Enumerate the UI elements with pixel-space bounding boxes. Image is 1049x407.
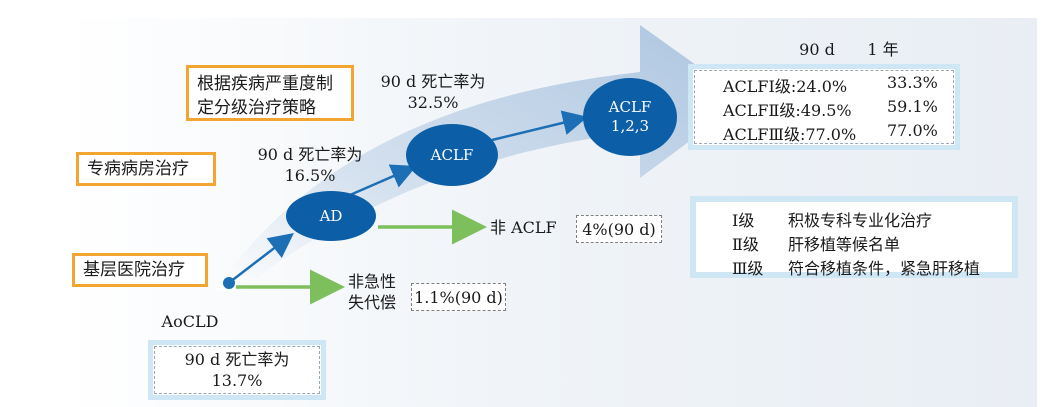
non-aclf-label: 非 ACLF — [490, 218, 557, 237]
aclf-node: ACLF — [406, 124, 498, 186]
ad-node: AD — [286, 191, 376, 241]
ad-mortality-line-1: 90 d 死亡率为 — [257, 145, 363, 164]
arrow-ad-to-aclf — [349, 164, 417, 197]
aocld-start-dot — [223, 277, 235, 289]
grade-row-2: ACLFⅡ级:49.5% — [723, 97, 852, 121]
strategy-line-2: 定分级治疗策略 — [197, 98, 316, 118]
grade-header-1y: 1 年 — [867, 40, 899, 59]
grade-row-3-grade: ACLFⅢ级 — [723, 125, 800, 144]
strategy-line-1: 根据疾病严重度制 — [197, 74, 333, 94]
non-decomp-line-1: 非急性 — [347, 272, 396, 291]
grade-row-2-d90: :49.5% — [795, 101, 852, 120]
grade-row-1-y1: 33.3% — [887, 73, 938, 92]
aclf-mortality-line-1: 90 d 死亡率为 — [380, 72, 486, 91]
grade-row-1: ACLFⅠ级:24.0% — [723, 73, 847, 97]
non-decomp-label: 非急性 失代偿 — [340, 271, 404, 313]
start-mortality: 90 d 死亡率为 13.7% — [153, 349, 321, 391]
grade-row-1-d90: :24.0% — [790, 77, 848, 96]
aclf-mortality-line-2: 32.5% — [407, 93, 459, 112]
aclf-mortality: 90 d 死亡率为 32.5% — [372, 71, 494, 113]
start-mortality-box: 90 d 死亡率为 13.7% — [148, 340, 326, 400]
primary-label: 基层医院治疗 — [83, 260, 185, 280]
treatment-row-2-text: 肝移植等候名单 — [788, 235, 901, 254]
non-decomp-rate: 1.1%(90 d) — [414, 287, 503, 307]
treatment-row-2-grade: Ⅱ级 — [732, 235, 759, 254]
grade-row-3: ACLFⅢ级:77.0% — [723, 121, 856, 145]
treatment-row-3-text: 符合移植条件，紧急肝移植 — [788, 259, 981, 278]
grade-header-90d: 90 d — [799, 40, 835, 59]
aclf-grade-line-1: ACLF — [608, 98, 652, 116]
ad-label: AD — [319, 206, 343, 225]
non-decomp-line-2: 失代偿 — [347, 293, 396, 312]
strategy-level-box: 根据疾病严重度制 定分级治疗策略 — [186, 65, 354, 121]
grade-row-3-d90: :77.0% — [799, 125, 857, 144]
specialty-level-box: 专病病房治疗 — [76, 152, 216, 186]
ad-mortality: 90 d 死亡率为 16.5% — [250, 144, 370, 186]
start-mortality-line-1: 90 d 死亡率为 — [184, 350, 290, 369]
primary-level-box: 基层医院治疗 — [72, 253, 208, 287]
grade-row-2-grade: ACLFⅡ级 — [723, 101, 796, 120]
specialty-label: 专病病房治疗 — [87, 159, 189, 179]
non-aclf-rate-box: 4%(90 d) — [576, 215, 662, 243]
aclf-grade-line-2: 1,2,3 — [610, 117, 650, 135]
grade-mortality-inner — [694, 70, 954, 144]
grade-row-2-y1: 59.1% — [887, 97, 938, 116]
grade-row-3-y1: 77.0% — [887, 121, 938, 140]
treatment-row-3-grade: Ⅲ级 — [732, 259, 764, 278]
aclf-label: ACLF — [430, 145, 474, 164]
ad-mortality-line-2: 16.5% — [284, 166, 336, 185]
start-mortality-line-2: 13.7% — [211, 371, 263, 390]
arrow-aclf-to-grade — [491, 110, 588, 142]
aclf-grade-node: ACLF 1,2,3 — [583, 78, 677, 156]
treatment-box: Ⅰ级 积极专科专业化治疗 Ⅱ级 肝移植等候名单 Ⅲ级 符合移植条件，紧急肝移植 — [690, 196, 1018, 278]
aocld-label: AoCLD — [161, 312, 219, 331]
start-mortality-inner — [154, 346, 320, 394]
grade-mortality-box: ACLFⅠ级:24.0% 33.3% ACLFⅡ级:49.5% 59.1% AC… — [688, 64, 960, 150]
arrow-aocld-to-ad — [229, 232, 294, 283]
treatment-row-1-text: 积极专科专业化治疗 — [788, 211, 933, 230]
non-decomp-rate-box: 1.1%(90 d) — [411, 283, 506, 311]
treatment-row-1-grade: Ⅰ级 — [732, 211, 755, 230]
grade-row-1-grade: ACLFⅠ级 — [723, 77, 791, 96]
non-aclf-rate: 4%(90 d) — [582, 219, 656, 239]
